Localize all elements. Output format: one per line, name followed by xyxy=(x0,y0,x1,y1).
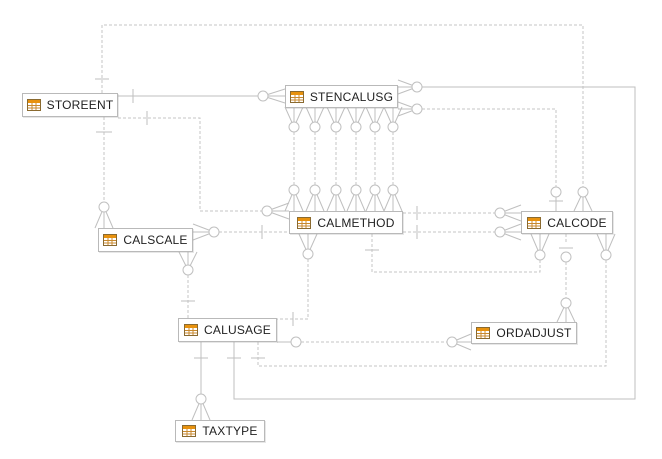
cardinality-circle xyxy=(290,336,302,348)
relationship-calscale-calusage[interactable] xyxy=(178,251,198,318)
relationship-calscale-calmethod[interactable] xyxy=(192,223,289,241)
relationship-stencalusg-calmethod-1[interactable] xyxy=(284,106,304,212)
entity-calcode[interactable]: CALCODE xyxy=(521,211,613,234)
cardinality-circle xyxy=(98,201,110,213)
entity-label: STOREENT xyxy=(46,98,114,112)
entity-taxtype[interactable]: TAXTYPE xyxy=(175,420,265,442)
cardinality-circle xyxy=(257,90,269,102)
relationship-stencalusg-calmethod-6[interactable] xyxy=(383,106,403,212)
entity-calusage[interactable]: CALUSAGE xyxy=(178,318,277,342)
entity-stencalusg[interactable]: STENCALUSG xyxy=(285,85,398,108)
cardinality-circle xyxy=(550,186,562,198)
entity-calscale[interactable]: CALSCALE xyxy=(98,228,193,252)
entity-label: CALCODE xyxy=(547,215,607,230)
cardinality-circle xyxy=(494,226,506,238)
cardinality-circle xyxy=(302,248,314,260)
entity-label: STENCALUSG xyxy=(309,89,394,104)
relationship-stencalusg-calmethod-5[interactable] xyxy=(365,106,385,212)
entity-ordadjust[interactable]: ORDADJUST xyxy=(471,322,577,344)
cardinality-circle xyxy=(261,205,273,217)
cardinality-circle xyxy=(446,336,458,348)
relationship-stencalusg-calmethod-3[interactable] xyxy=(326,106,346,212)
relationship-stencalusg-calcode[interactable] xyxy=(397,101,563,211)
relationship-calusage-ordadjust[interactable] xyxy=(277,333,472,351)
cardinality-circle xyxy=(577,186,589,198)
cardinality-circle xyxy=(560,251,572,263)
relationship-stencalusg-calmethod-2[interactable] xyxy=(305,106,325,212)
entity-label: CALUSAGE xyxy=(204,323,271,337)
cardinality-circle xyxy=(195,393,207,405)
relationship-calmethod-calcode-2[interactable] xyxy=(403,223,522,241)
entity-label: CALMETHOD xyxy=(317,215,395,230)
relationship-stencalusg-calusage[interactable] xyxy=(227,79,636,400)
table-icon xyxy=(527,216,542,229)
entity-label: CALSCALE xyxy=(123,233,188,247)
relationship-storeent-calscale[interactable] xyxy=(94,117,114,229)
cardinality-circle xyxy=(411,81,423,93)
cardinality-circle xyxy=(560,297,572,309)
table-icon xyxy=(289,90,304,103)
entity-label: TAXTYPE xyxy=(202,424,258,438)
relationship-storeent-stencalusg[interactable] xyxy=(118,88,286,104)
entity-calmethod[interactable]: CALMETHOD xyxy=(289,211,403,234)
cardinality-circle xyxy=(600,249,612,261)
cardinality-circle xyxy=(182,264,194,276)
table-icon xyxy=(184,324,199,336)
cardinality-circle xyxy=(534,249,546,261)
relationship-storeent-calcode[interactable] xyxy=(95,24,593,212)
entity-label: ORDADJUST xyxy=(496,326,572,340)
table-icon xyxy=(476,327,491,339)
relationship-storeent-calmethod[interactable] xyxy=(118,111,290,220)
relationship-calcode-calusage[interactable] xyxy=(251,233,616,367)
relationship-calusage-taxtype[interactable] xyxy=(191,342,211,421)
table-icon xyxy=(297,216,312,229)
table-icon xyxy=(182,425,197,437)
entity-storeent[interactable]: STOREENT xyxy=(22,93,118,117)
table-icon xyxy=(26,99,41,111)
relationship-calmethod-calcode-1[interactable] xyxy=(403,204,522,222)
cardinality-circle xyxy=(494,207,506,219)
relationship-calmethod-calcode-3[interactable] xyxy=(365,233,550,273)
relationship-stencalusg-calmethod-4[interactable] xyxy=(346,106,366,212)
relationship-calmethod-calusage[interactable] xyxy=(277,233,318,326)
table-icon xyxy=(103,234,118,246)
relationship-calcode-ordadjust[interactable] xyxy=(556,234,576,323)
cardinality-circle xyxy=(208,226,220,238)
cardinality-circle xyxy=(411,103,423,115)
